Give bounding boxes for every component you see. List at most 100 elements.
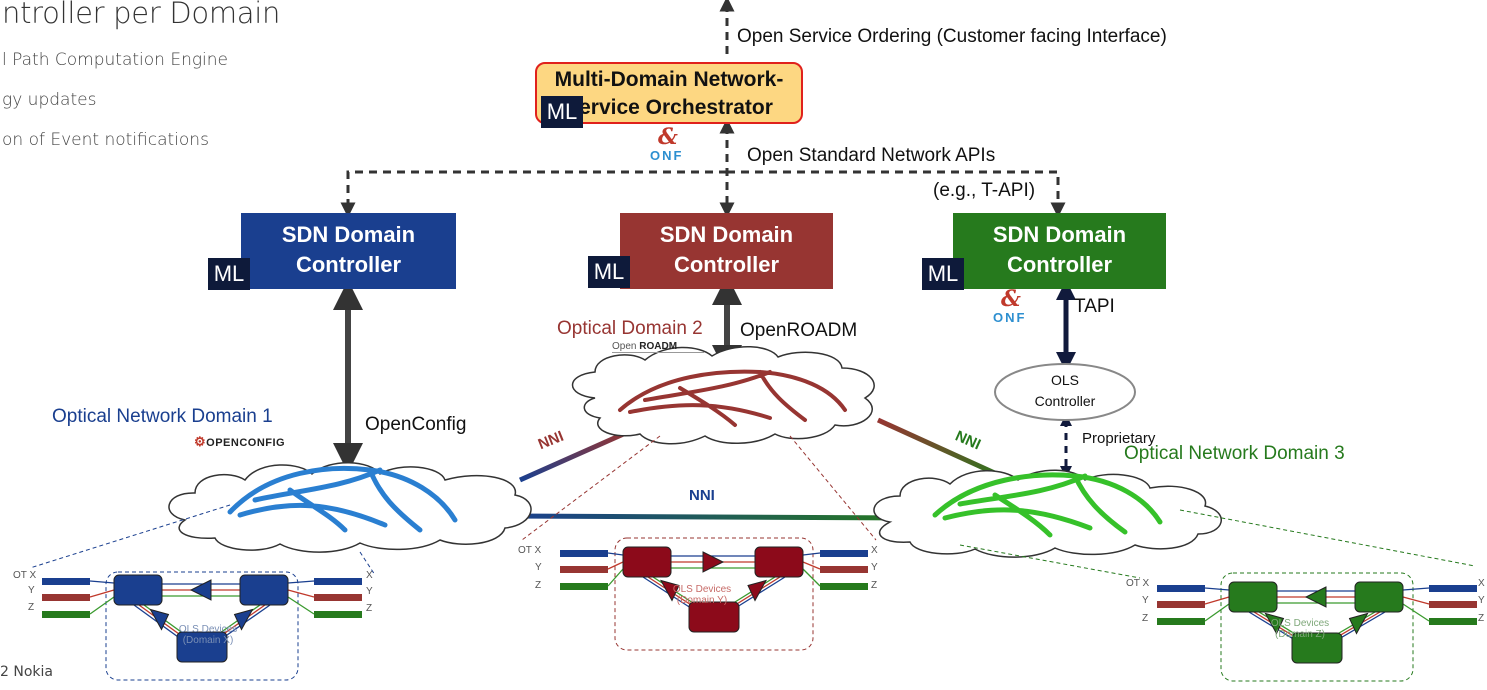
ml-badge: ML xyxy=(922,258,964,290)
ols-frame xyxy=(614,537,814,651)
ols-node xyxy=(113,574,163,606)
port-label: Z xyxy=(366,603,373,614)
fiber-line xyxy=(287,589,315,598)
fiber-line xyxy=(802,561,821,570)
fiber-line xyxy=(607,552,624,556)
openconfig-label: OpenConfig xyxy=(365,414,467,435)
fiber-line xyxy=(1204,596,1230,605)
ols-node xyxy=(622,546,672,578)
controller-label: SDN Domain xyxy=(281,222,416,247)
port-label: Y xyxy=(28,585,35,596)
openconfig-logo: ⚙OPENCONFIG xyxy=(194,434,286,449)
port-label: Z xyxy=(535,580,542,591)
ols-node xyxy=(754,546,804,578)
port-label: OT X xyxy=(518,545,542,556)
onf-logo: & ONF xyxy=(993,286,1027,325)
nni-link-1-3 xyxy=(509,513,921,521)
ols-frame xyxy=(105,571,299,681)
port-bar xyxy=(560,566,608,573)
bullet-item: l Path Computation Engine xyxy=(2,50,228,70)
amplifier-icon xyxy=(659,579,680,602)
orchestrator-title-line1: Multi-Domain Network- xyxy=(554,68,784,91)
amplifier-icon xyxy=(1304,586,1327,608)
port-bar xyxy=(42,611,90,618)
ols-node xyxy=(688,601,740,633)
ols-controller: OLS Controller xyxy=(1030,370,1100,412)
fiber-line xyxy=(89,596,115,615)
proprietary-label: Proprietary xyxy=(1082,430,1156,447)
zoom-line xyxy=(359,551,376,576)
amplifier-icon xyxy=(1264,612,1285,635)
nni-link-1-2 xyxy=(518,429,630,483)
page-title: ntroller per Domain xyxy=(2,0,281,30)
port-bar xyxy=(560,583,608,590)
port-label: OT X xyxy=(1126,578,1150,589)
ols-controller-ellipse xyxy=(994,363,1136,421)
fiber-line xyxy=(287,596,315,615)
fiber-line xyxy=(607,568,624,587)
fiber-line xyxy=(287,580,315,584)
ols-devices-label-y: OLS Devices(Domain Y) xyxy=(672,584,732,606)
amplifier-icon xyxy=(1348,612,1369,635)
port-label: Y xyxy=(1478,595,1485,606)
port-label: Z xyxy=(1478,613,1485,624)
orchestrator-box: Multi-Domain Network- Service Orchestrat… xyxy=(535,62,803,124)
port-bar xyxy=(42,578,90,585)
port-bar xyxy=(820,566,868,573)
orch-to-controller1-line xyxy=(340,170,727,218)
fiber-line xyxy=(802,568,821,587)
port-bar xyxy=(1429,618,1477,625)
port-label: Y xyxy=(535,562,542,573)
fiber-line xyxy=(1402,587,1430,591)
ols-devices-label-x: OLS Devices(Domain X) xyxy=(178,624,238,646)
fiber-line xyxy=(89,580,115,584)
bullet-item: gy updates xyxy=(2,90,97,110)
amplifier-icon xyxy=(702,551,725,573)
ml-badge: ML xyxy=(588,256,630,288)
gear-icon: ⚙ xyxy=(194,434,207,449)
controller-label: SDN Domain xyxy=(992,222,1127,247)
amplifier-icon xyxy=(233,608,254,631)
port-bar xyxy=(1157,585,1205,592)
port-bar xyxy=(42,594,90,601)
zoom-line xyxy=(521,435,661,541)
ml-badge: ML xyxy=(208,258,250,290)
domain-3-label: Optical Network Domain 3 xyxy=(1124,443,1345,464)
ols-controller-label: Controller xyxy=(1034,393,1096,409)
fiber-line xyxy=(1402,596,1430,605)
zoom-line xyxy=(959,544,1141,579)
port-bar xyxy=(560,550,608,557)
bullet-item: on of Event notifications xyxy=(2,130,209,150)
port-bar xyxy=(820,583,868,590)
ols-node xyxy=(1354,581,1404,613)
port-label: OT X xyxy=(13,570,37,581)
domain-1-label: Optical Network Domain 1 xyxy=(52,406,273,427)
fiber-line xyxy=(1204,603,1230,622)
controller-label: Controller xyxy=(1006,252,1113,277)
sdn-controller-domain-1: SDN Domain Controller xyxy=(241,213,456,289)
fiber-line xyxy=(89,589,115,598)
orch-to-controller3-line xyxy=(727,170,1066,218)
port-bar xyxy=(820,550,868,557)
ols-devices-label-z: OLS Devices(Domain Z) xyxy=(1270,618,1330,640)
port-bar xyxy=(314,611,362,618)
sdn-controller-domain-2: SDN Domain Controller xyxy=(620,213,833,289)
port-label: X xyxy=(1478,578,1485,589)
api-label-example: (e.g., T-API) xyxy=(933,180,1036,201)
cloud-domain-3 xyxy=(873,469,1222,558)
ols-node xyxy=(239,574,289,606)
port-bar xyxy=(1429,601,1477,608)
amplifier-icon xyxy=(189,579,212,601)
port-bar xyxy=(1157,618,1205,625)
port-bar xyxy=(314,578,362,585)
port-label: Y xyxy=(366,586,373,597)
openroadm-logo: Open ROADM xyxy=(612,341,704,353)
ols-node xyxy=(1291,632,1343,664)
ols-detail-domain-z xyxy=(1157,572,1477,682)
controller-label: Controller xyxy=(295,252,402,277)
port-label: Z xyxy=(28,602,35,613)
sdn-controller-domain-3: SDN Domain Controller xyxy=(953,213,1166,289)
fiber-line xyxy=(607,561,624,570)
zoom-line xyxy=(789,435,877,541)
